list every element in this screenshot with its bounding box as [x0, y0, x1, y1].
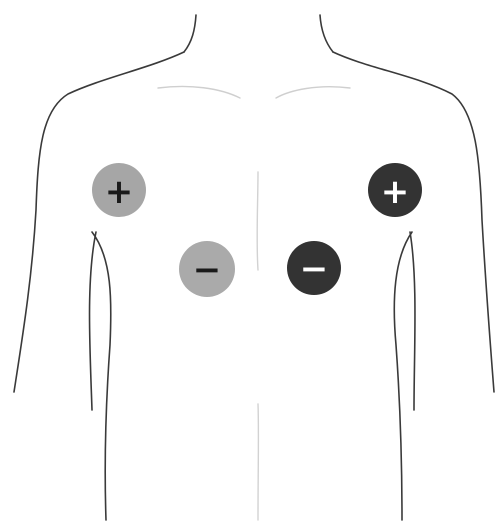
electrode-minus-sign: −	[193, 250, 222, 290]
electrode-plus-sign: +	[381, 172, 410, 212]
left-torso-side-outline	[91, 231, 112, 521]
electrode-minus-sign: −	[300, 249, 329, 289]
left-clavicle-line	[157, 85, 241, 99]
neck-left-outline	[183, 14, 197, 53]
electrode-left-positive: +	[92, 163, 146, 217]
electrode-circle	[368, 163, 422, 217]
right-clavicle-line	[275, 86, 351, 99]
electrode-right-negative: −	[287, 241, 341, 295]
electrode-circle	[179, 241, 235, 297]
neck-right-outline	[319, 14, 334, 53]
left-inner-arm-outline	[88, 231, 97, 411]
right-shoulder-arm-outline	[332, 51, 495, 393]
electrode-circle	[92, 163, 146, 217]
sternum-line-upper	[256, 171, 259, 271]
right-torso-side-outline	[393, 231, 413, 521]
electrode-left-negative: −	[179, 241, 235, 297]
left-shoulder-arm-outline	[13, 51, 185, 393]
electrode-plus-sign: +	[105, 172, 134, 212]
electrode-right-positive: +	[368, 163, 422, 217]
electrode-circle	[287, 241, 341, 295]
right-inner-arm-outline	[409, 231, 416, 411]
